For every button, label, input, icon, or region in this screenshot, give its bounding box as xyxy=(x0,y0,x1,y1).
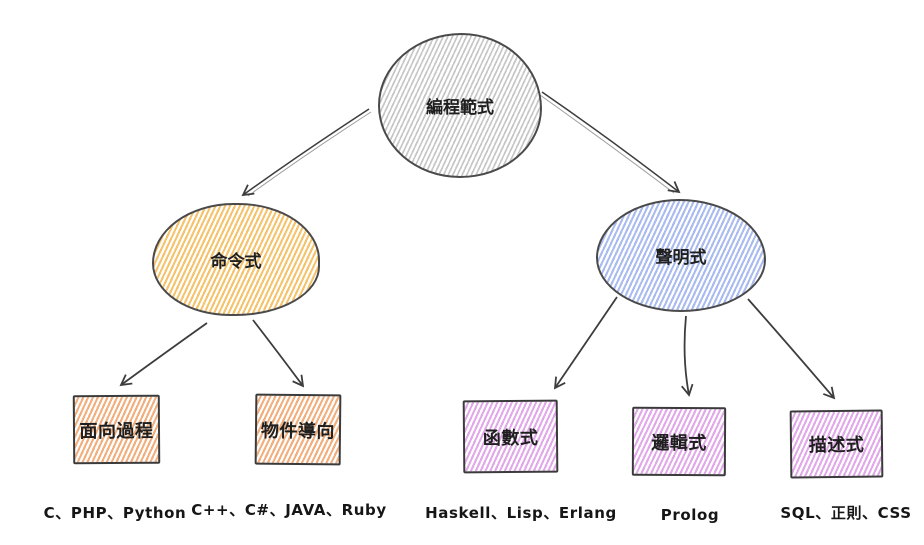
logic-box: 邏輯式 xyxy=(631,406,727,477)
functional-box-label: 函數式 xyxy=(482,427,539,449)
descriptive-languages-label: SQL、正則、CSS xyxy=(780,504,912,522)
edge-imperative-procedural xyxy=(119,322,208,387)
descriptive-box-label: 描述式 xyxy=(808,434,865,457)
root-node-label: 編程範式 xyxy=(426,98,494,118)
edge-root-declarative-sketch xyxy=(539,94,675,194)
logic-languages-label: Prolog xyxy=(660,506,720,524)
object-oriented-box: 物件導向 xyxy=(254,393,342,466)
functional-languages-label: Haskell、Lisp、Erlang xyxy=(425,504,617,522)
procedural-box: 面向過程 xyxy=(72,394,161,465)
edge-imperative-object-oriented xyxy=(252,319,305,388)
declarative-node-label: 聲明式 xyxy=(655,248,707,268)
root-node-programming-paradigm: 編程範式 xyxy=(378,33,542,178)
edge-root-imperative xyxy=(241,108,370,197)
edge-declarative-descriptive xyxy=(747,298,836,400)
procedural-box-label: 面向過程 xyxy=(79,420,154,442)
imperative-node-label: 命令式 xyxy=(210,252,262,272)
descriptive-box: 描述式 xyxy=(789,409,884,479)
edge-declarative-logic xyxy=(681,315,694,397)
functional-box: 函數式 xyxy=(462,399,559,474)
edge-root-declarative xyxy=(541,91,681,194)
imperative-node: 命令式 xyxy=(152,203,320,316)
declarative-node: 聲明式 xyxy=(596,199,766,312)
edge-declarative-functional xyxy=(553,296,618,390)
edge-root-imperative-sketch xyxy=(247,111,372,197)
object-oriented-languages-label: C++、C#、JAVA、Ruby xyxy=(191,501,387,519)
procedural-languages-label: C、PHP、Python xyxy=(43,504,187,522)
logic-box-label: 邏輯式 xyxy=(651,432,707,454)
object-oriented-box-label: 物件導向 xyxy=(260,420,336,442)
